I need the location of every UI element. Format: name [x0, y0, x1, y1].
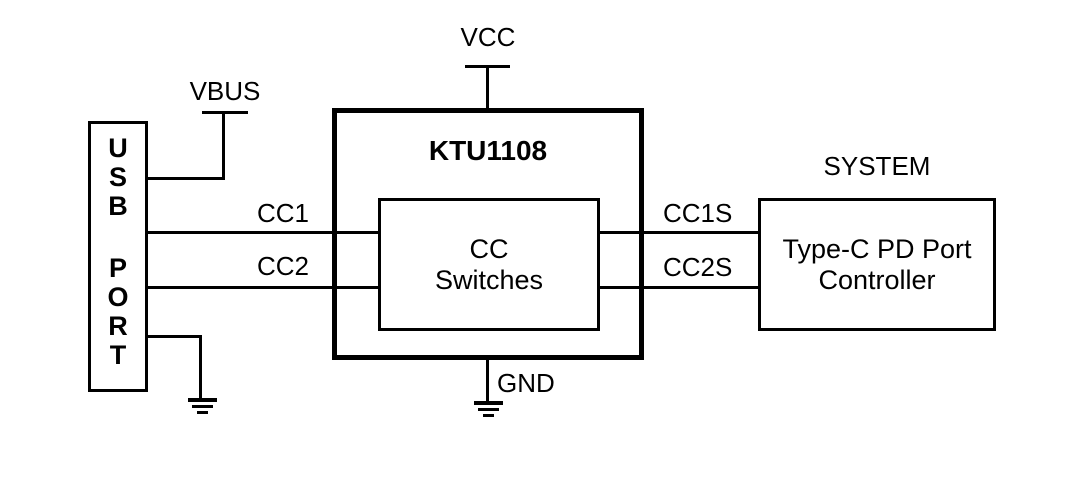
- usb-port-letter: P: [108, 253, 127, 283]
- ground-bar: [478, 408, 499, 411]
- vbus-wire: [148, 177, 225, 180]
- ktu1108-title: KTU1108: [428, 135, 548, 166]
- vbus-power-rail-icon: [202, 111, 248, 114]
- usb-port-letter: B: [108, 191, 128, 221]
- cc2-label: CC2: [256, 251, 309, 281]
- usb-gnd-wire: [148, 335, 202, 338]
- type-c-pd-port-controller-block: Type-C PD Port Controller: [758, 198, 996, 331]
- cc-switches-block: CC Switches: [378, 198, 600, 331]
- ground-bar: [188, 398, 217, 402]
- cc2-wire: [148, 286, 378, 289]
- vcc-stem-wire: [486, 65, 489, 110]
- controller-label-line2: Controller: [818, 264, 936, 295]
- usb-gnd-stem-wire: [199, 335, 202, 400]
- cc1-label: CC1: [256, 198, 309, 228]
- controller-label-line1: Type-C PD Port: [782, 233, 972, 264]
- usb-port-letter: S: [108, 162, 127, 192]
- ground-bar: [474, 401, 503, 405]
- vbus-label: VBUS: [189, 76, 261, 106]
- usb-port-letter: R: [108, 311, 128, 341]
- usb-port-letter: U: [108, 133, 128, 163]
- cc1-wire: [148, 231, 378, 234]
- usb-port-letter: T: [109, 340, 127, 370]
- gnd-label: GND: [497, 368, 555, 398]
- cc1s-wire: [600, 231, 758, 234]
- cc-switches-label-line1: CC: [469, 233, 509, 264]
- usb-port-letter: O: [107, 282, 129, 312]
- usb-port-block: U S B P O R T: [88, 121, 148, 392]
- cc2s-wire: [600, 286, 758, 289]
- ground-bar: [197, 411, 208, 414]
- vbus-stem-wire: [222, 111, 225, 180]
- ground-bar: [192, 405, 213, 408]
- ground-bar: [483, 414, 494, 417]
- system-label: SYSTEM: [823, 151, 931, 181]
- cc1s-label: CC1S: [663, 198, 733, 228]
- vcc-label: VCC: [460, 22, 516, 52]
- cc2s-label: CC2S: [663, 252, 733, 282]
- gnd-stem-wire: [486, 358, 489, 403]
- cc-switches-label-line2: Switches: [434, 264, 544, 295]
